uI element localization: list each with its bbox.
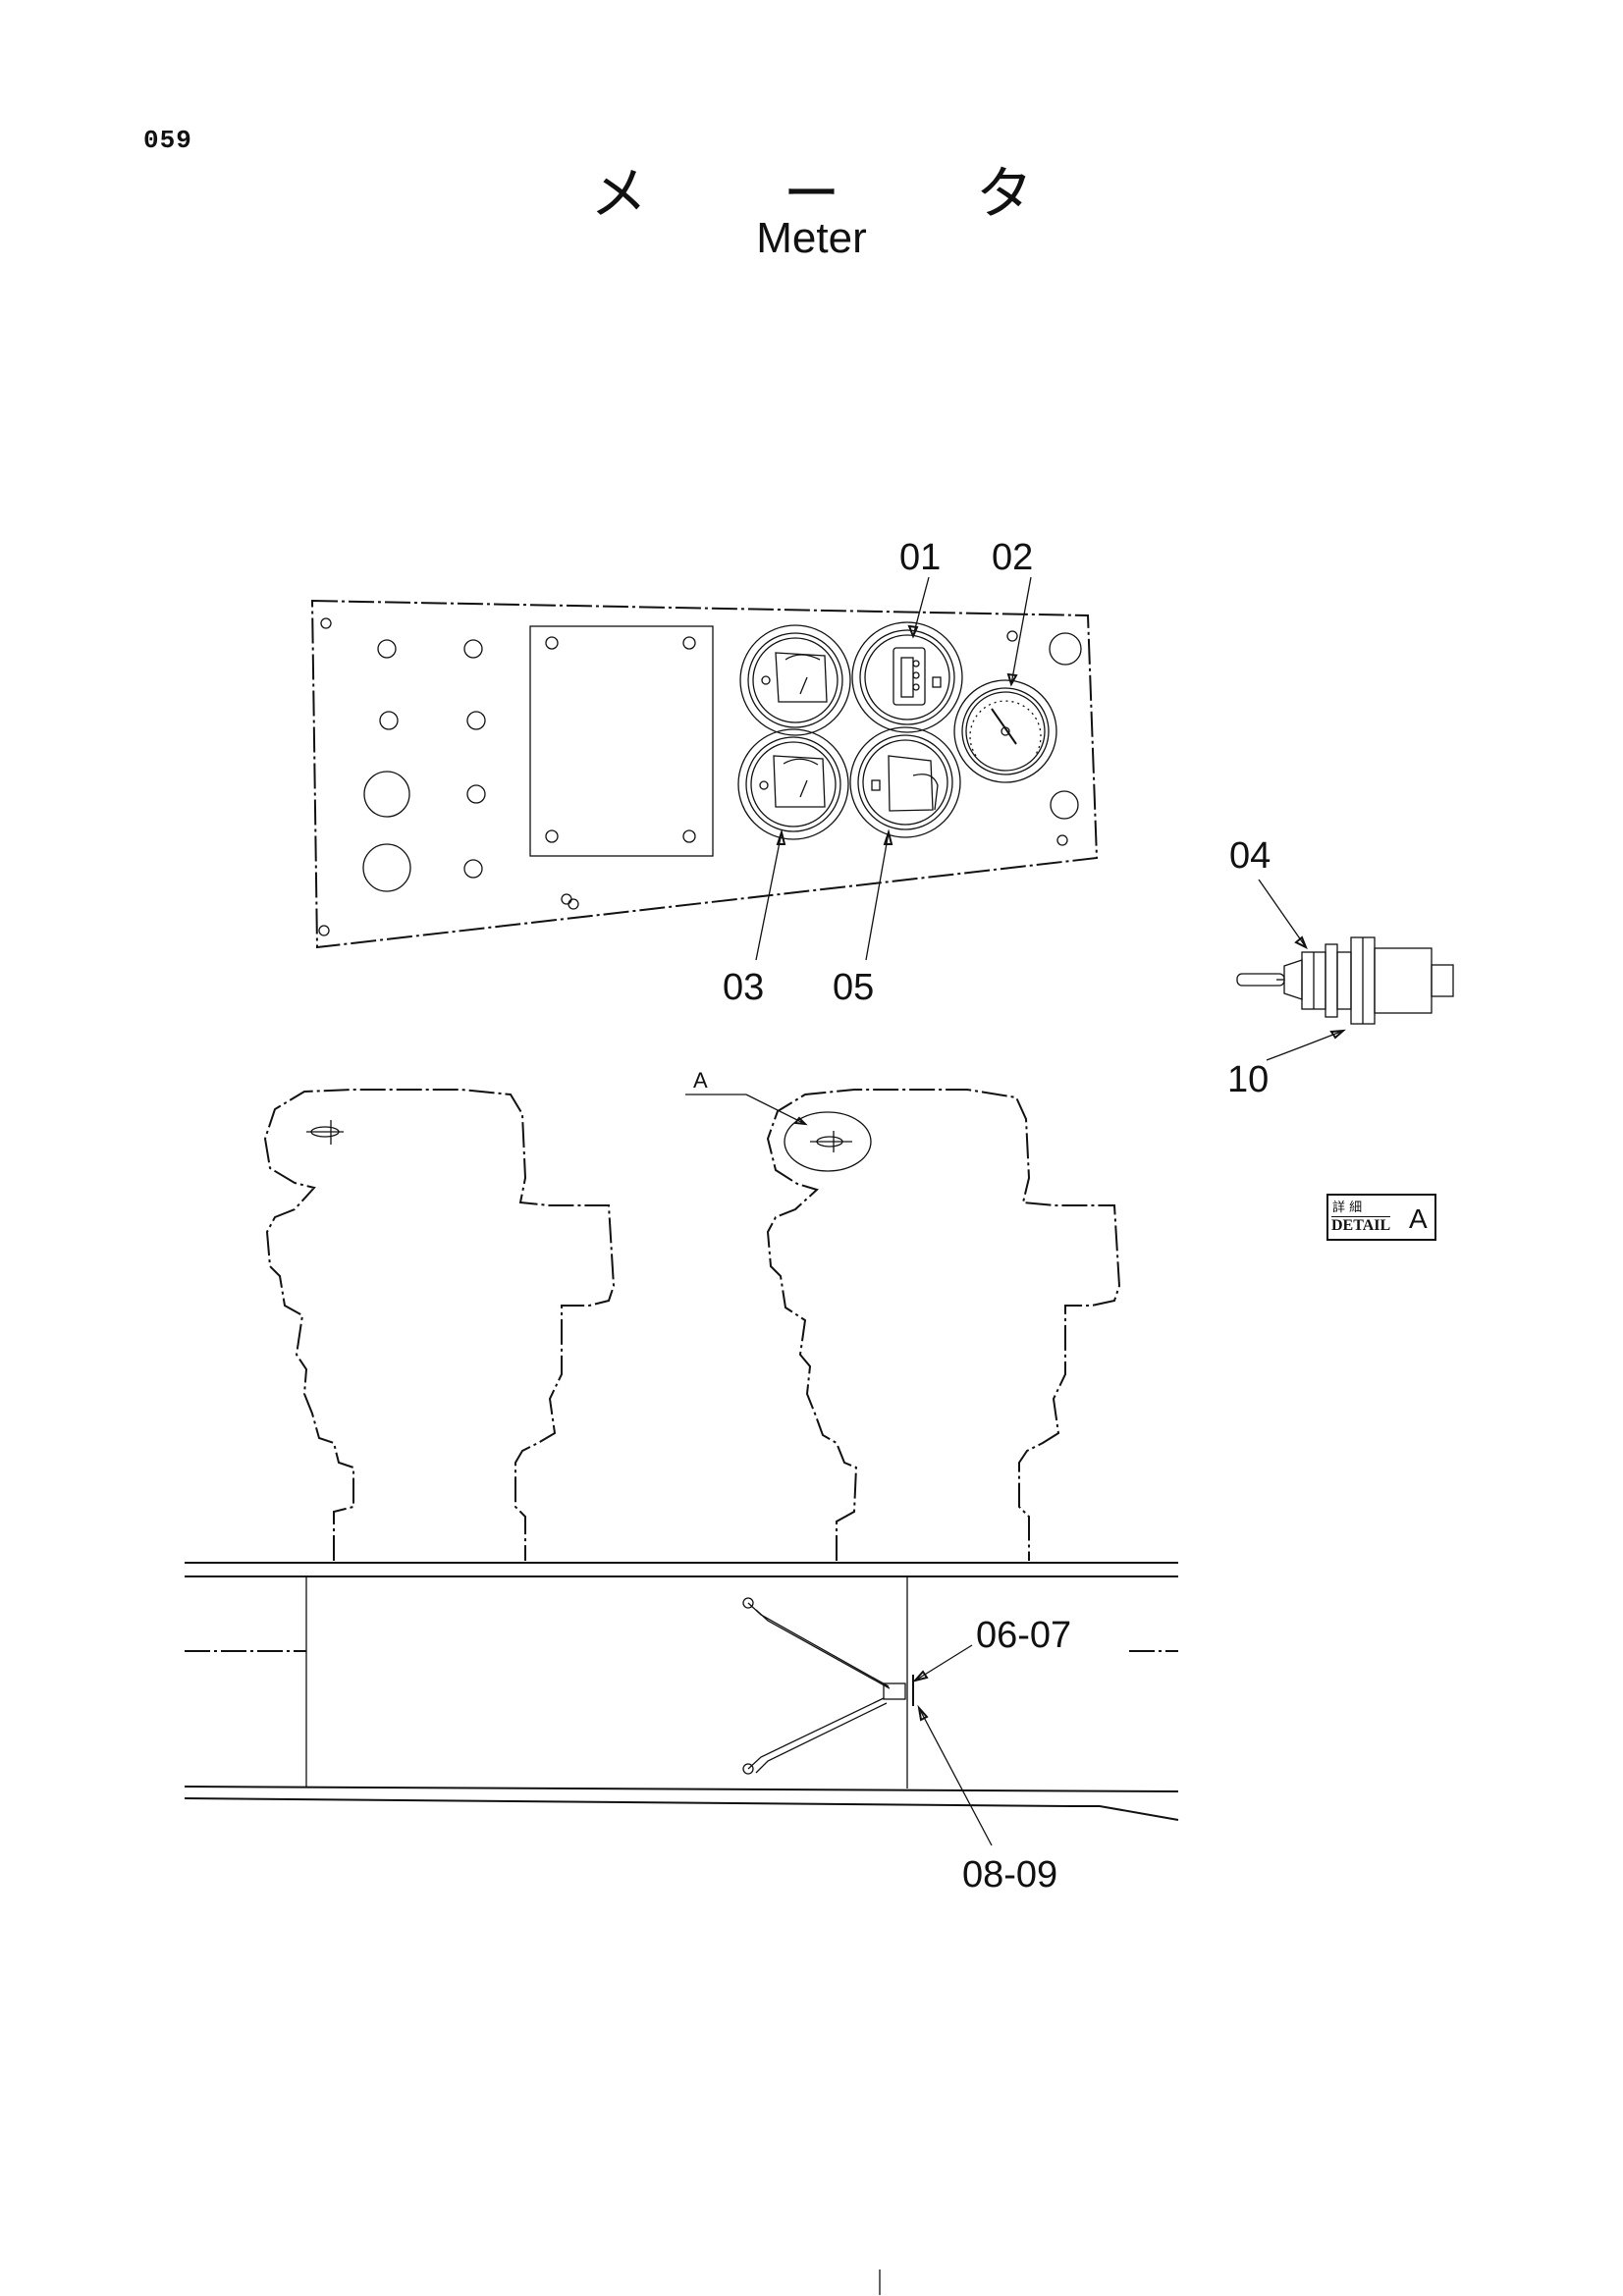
engine-left	[263, 1089, 616, 1561]
callout-02: 02	[992, 537, 1033, 578]
callout-10: 10	[1227, 1059, 1269, 1100]
detail-label-en: DETAIL	[1331, 1216, 1391, 1234]
gauge-fuel-top	[739, 624, 851, 736]
callout-08-09: 08-09	[962, 1854, 1057, 1896]
detail-label-letter: A	[1409, 1203, 1428, 1234]
callout-06-07: 06-07	[976, 1615, 1071, 1656]
detail-label-jp: 詳 細	[1332, 1201, 1363, 1215]
title-japanese: メ ー タ	[590, 160, 1092, 227]
title-english: Meter	[756, 214, 867, 262]
callout-01: 01	[899, 537, 941, 578]
sensor-sender	[1236, 936, 1454, 1025]
gauge-tachometer	[953, 679, 1057, 783]
wiring-harness	[742, 1597, 914, 1775]
callout-03: 03	[723, 967, 764, 1008]
gauge-oil-pressure	[849, 726, 961, 838]
gauge-hour-meter	[851, 621, 963, 733]
frame-rails	[184, 1562, 1179, 1821]
instrument-panel	[310, 599, 1099, 949]
callout-05: 05	[833, 967, 874, 1008]
detail-marker-a: A	[693, 1068, 708, 1093]
gauge-water-temp	[737, 728, 849, 840]
leader-lines-panel	[755, 576, 1032, 961]
page-number: 059	[143, 126, 192, 155]
callout-04: 04	[1229, 835, 1271, 877]
engine-right	[685, 1089, 1121, 1561]
detail-a-label: 詳 細 DETAIL A	[1326, 1194, 1436, 1241]
